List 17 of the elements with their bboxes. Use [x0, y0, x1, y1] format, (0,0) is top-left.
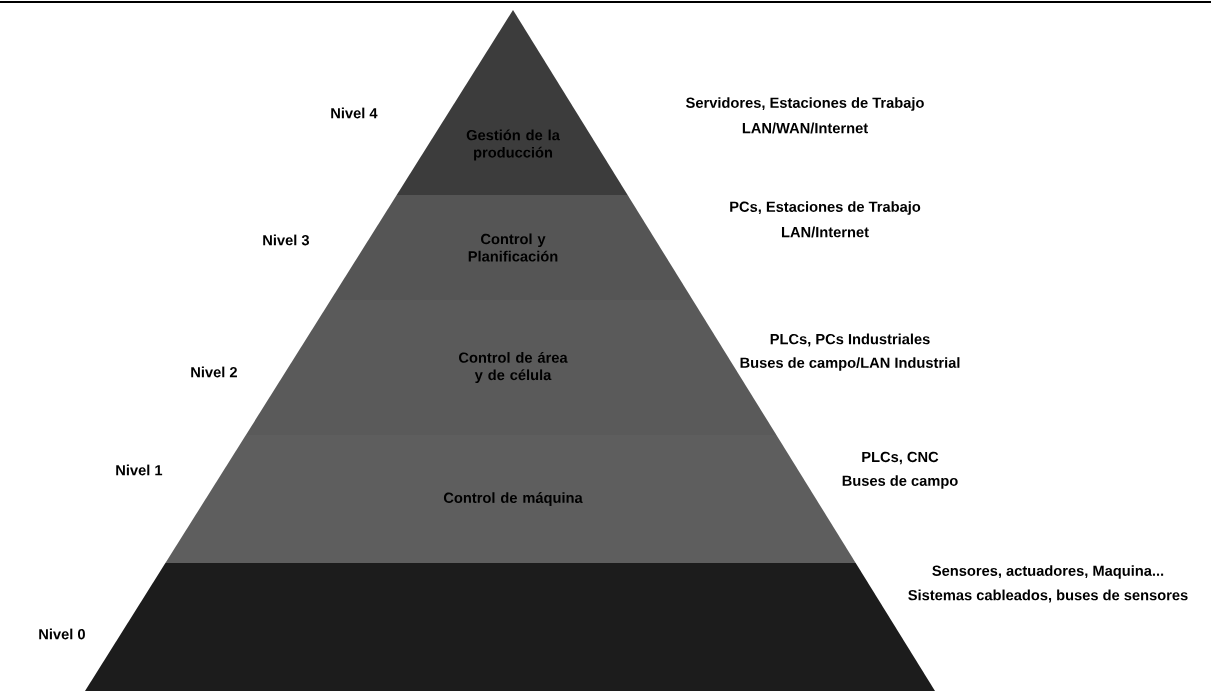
device-description: LAN/WAN/Internet	[742, 122, 868, 134]
device-description: Sistemas cableados, buses de sensores	[908, 589, 1188, 603]
level-label: Nivel 2	[191, 366, 237, 378]
node-label: Control de área y de célula	[459, 351, 568, 384]
device-description: LAN/Internet	[782, 226, 869, 238]
level-label: Nivel 1	[116, 464, 163, 476]
pyramid-band: Gestión de la producción	[396, 10, 628, 195]
level-label: Nivel 0	[39, 628, 85, 640]
level-label: Nivel 4	[331, 107, 378, 119]
pyramid-band: Control y Planificación	[330, 195, 693, 300]
device-description: Servidores, Estaciones de Trabajo	[686, 97, 924, 111]
device-description: Sensores, actuadores, Maquina...	[932, 565, 1164, 579]
device-description: PCs, Estaciones de Trabajo	[730, 201, 921, 215]
node-label: Control de máquina	[443, 492, 583, 506]
level-label: Nivel 3	[263, 234, 309, 246]
node-label: Control y Planificación	[468, 233, 558, 262]
device-description: PLCs, CNC	[862, 451, 939, 465]
